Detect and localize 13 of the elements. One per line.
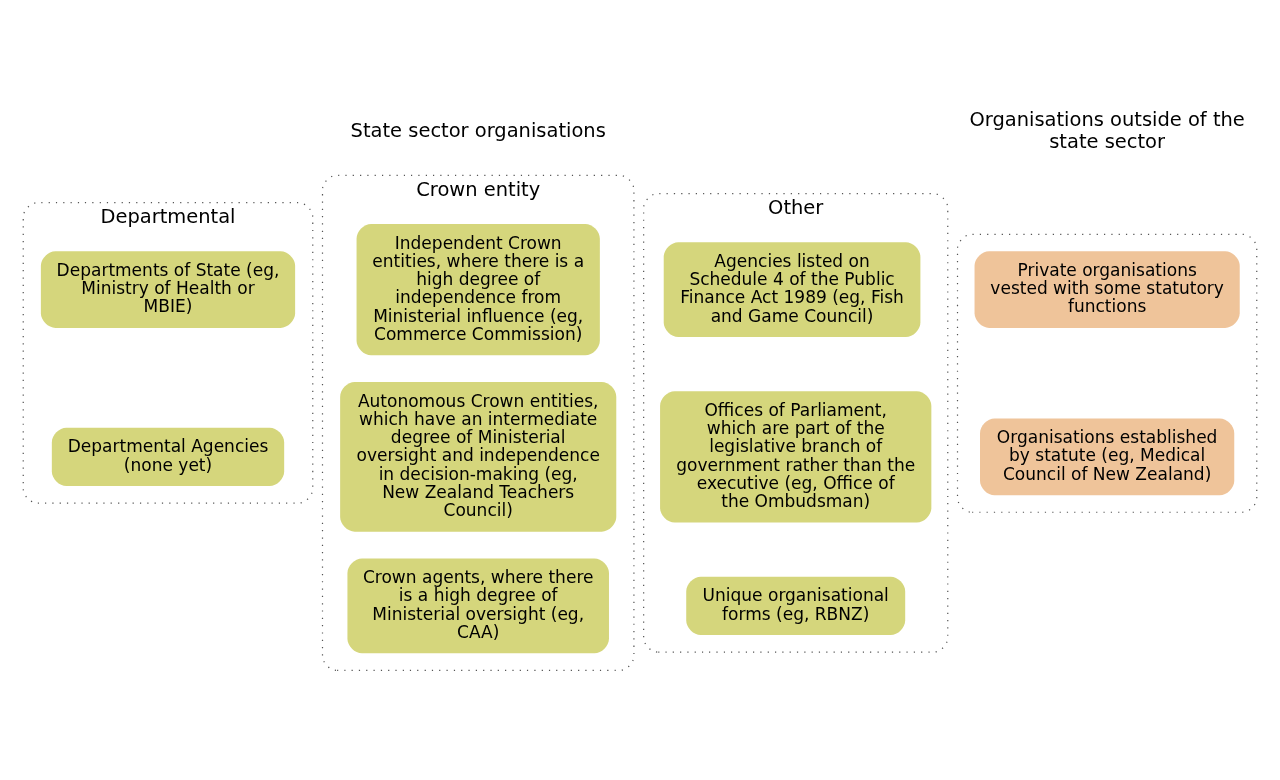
cluster — [956, 233, 1258, 513]
node-box: Private organisations vested with some statutory functions — [974, 251, 1240, 328]
node-box: Departmental Agencies (none yet) — [51, 427, 285, 487]
node-box: Independent Crown entities, where there is a high degree of independence from Ministerial influence (eg, Commerce Commission) — [356, 223, 600, 356]
label: State sector organisations — [350, 119, 606, 143]
node-box: Organisations established by statute (eg, Medical Council of New Zealand) — [980, 418, 1235, 496]
node-box: Crown agents, where there is a high degree of Ministerial oversight (eg, CAA) — [347, 558, 609, 654]
node-box: Offices of Parliament, which are part of the legislative branch of government rather than the executive (eg, Office of the Ombudsman) — [660, 391, 932, 523]
node-box: Departments of State (eg, Ministry of Health or MBIE) — [40, 251, 296, 328]
label: Organisations outside of the state sector — [969, 108, 1245, 154]
node-box: Unique organisational forms (eg, RBNZ) — [686, 576, 906, 636]
node-box: Autonomous Crown entities, which have an intermediate degree of Ministerial oversight and independence in decision-making (eg, New Zealand Teachers Council) — [340, 382, 617, 532]
node-box: Agencies listed on Schedule 4 of the Public Finance Act 1989 (eg, Fish and Game Council) — [663, 242, 921, 338]
